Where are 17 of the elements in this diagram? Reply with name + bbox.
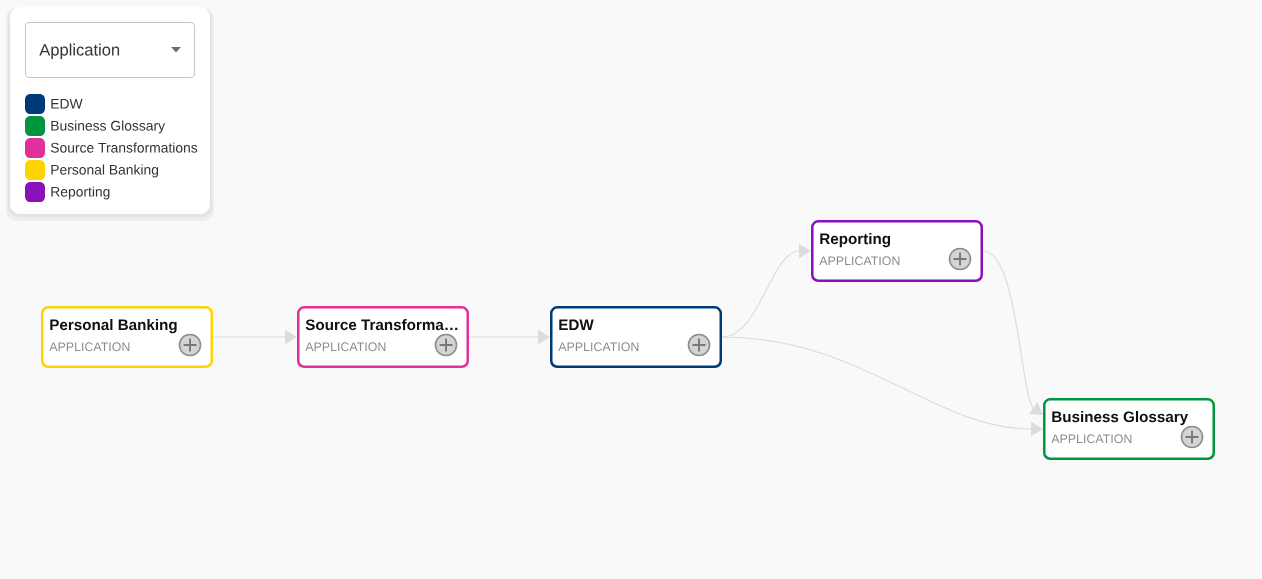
card-title: Reporting <box>820 233 891 248</box>
card-title: EDW <box>559 319 594 330</box>
card-title: Personal Banking <box>50 319 177 334</box>
legend-label: Source Transformations <box>50 142 198 153</box>
legend-label: Business Glossary <box>51 120 166 134</box>
card-title: Business Glossary <box>1052 411 1189 426</box>
card-type-label: APPLICATION <box>819 256 900 266</box>
card-type-label: APPLICATION <box>1051 434 1132 444</box>
legend-label: Reporting <box>51 186 110 200</box>
card-type-label: APPLICATION <box>558 342 639 352</box>
card-title: Source Transforma… <box>305 319 458 331</box>
card-type-label: APPLICATION <box>49 342 130 352</box>
legend-label: Personal Banking <box>51 164 159 178</box>
card-type-label: APPLICATION <box>305 342 386 352</box>
arrow <box>982 250 1043 415</box>
dropdown-field: Application <box>25 22 195 78</box>
legend-label: EDW <box>51 98 83 109</box>
